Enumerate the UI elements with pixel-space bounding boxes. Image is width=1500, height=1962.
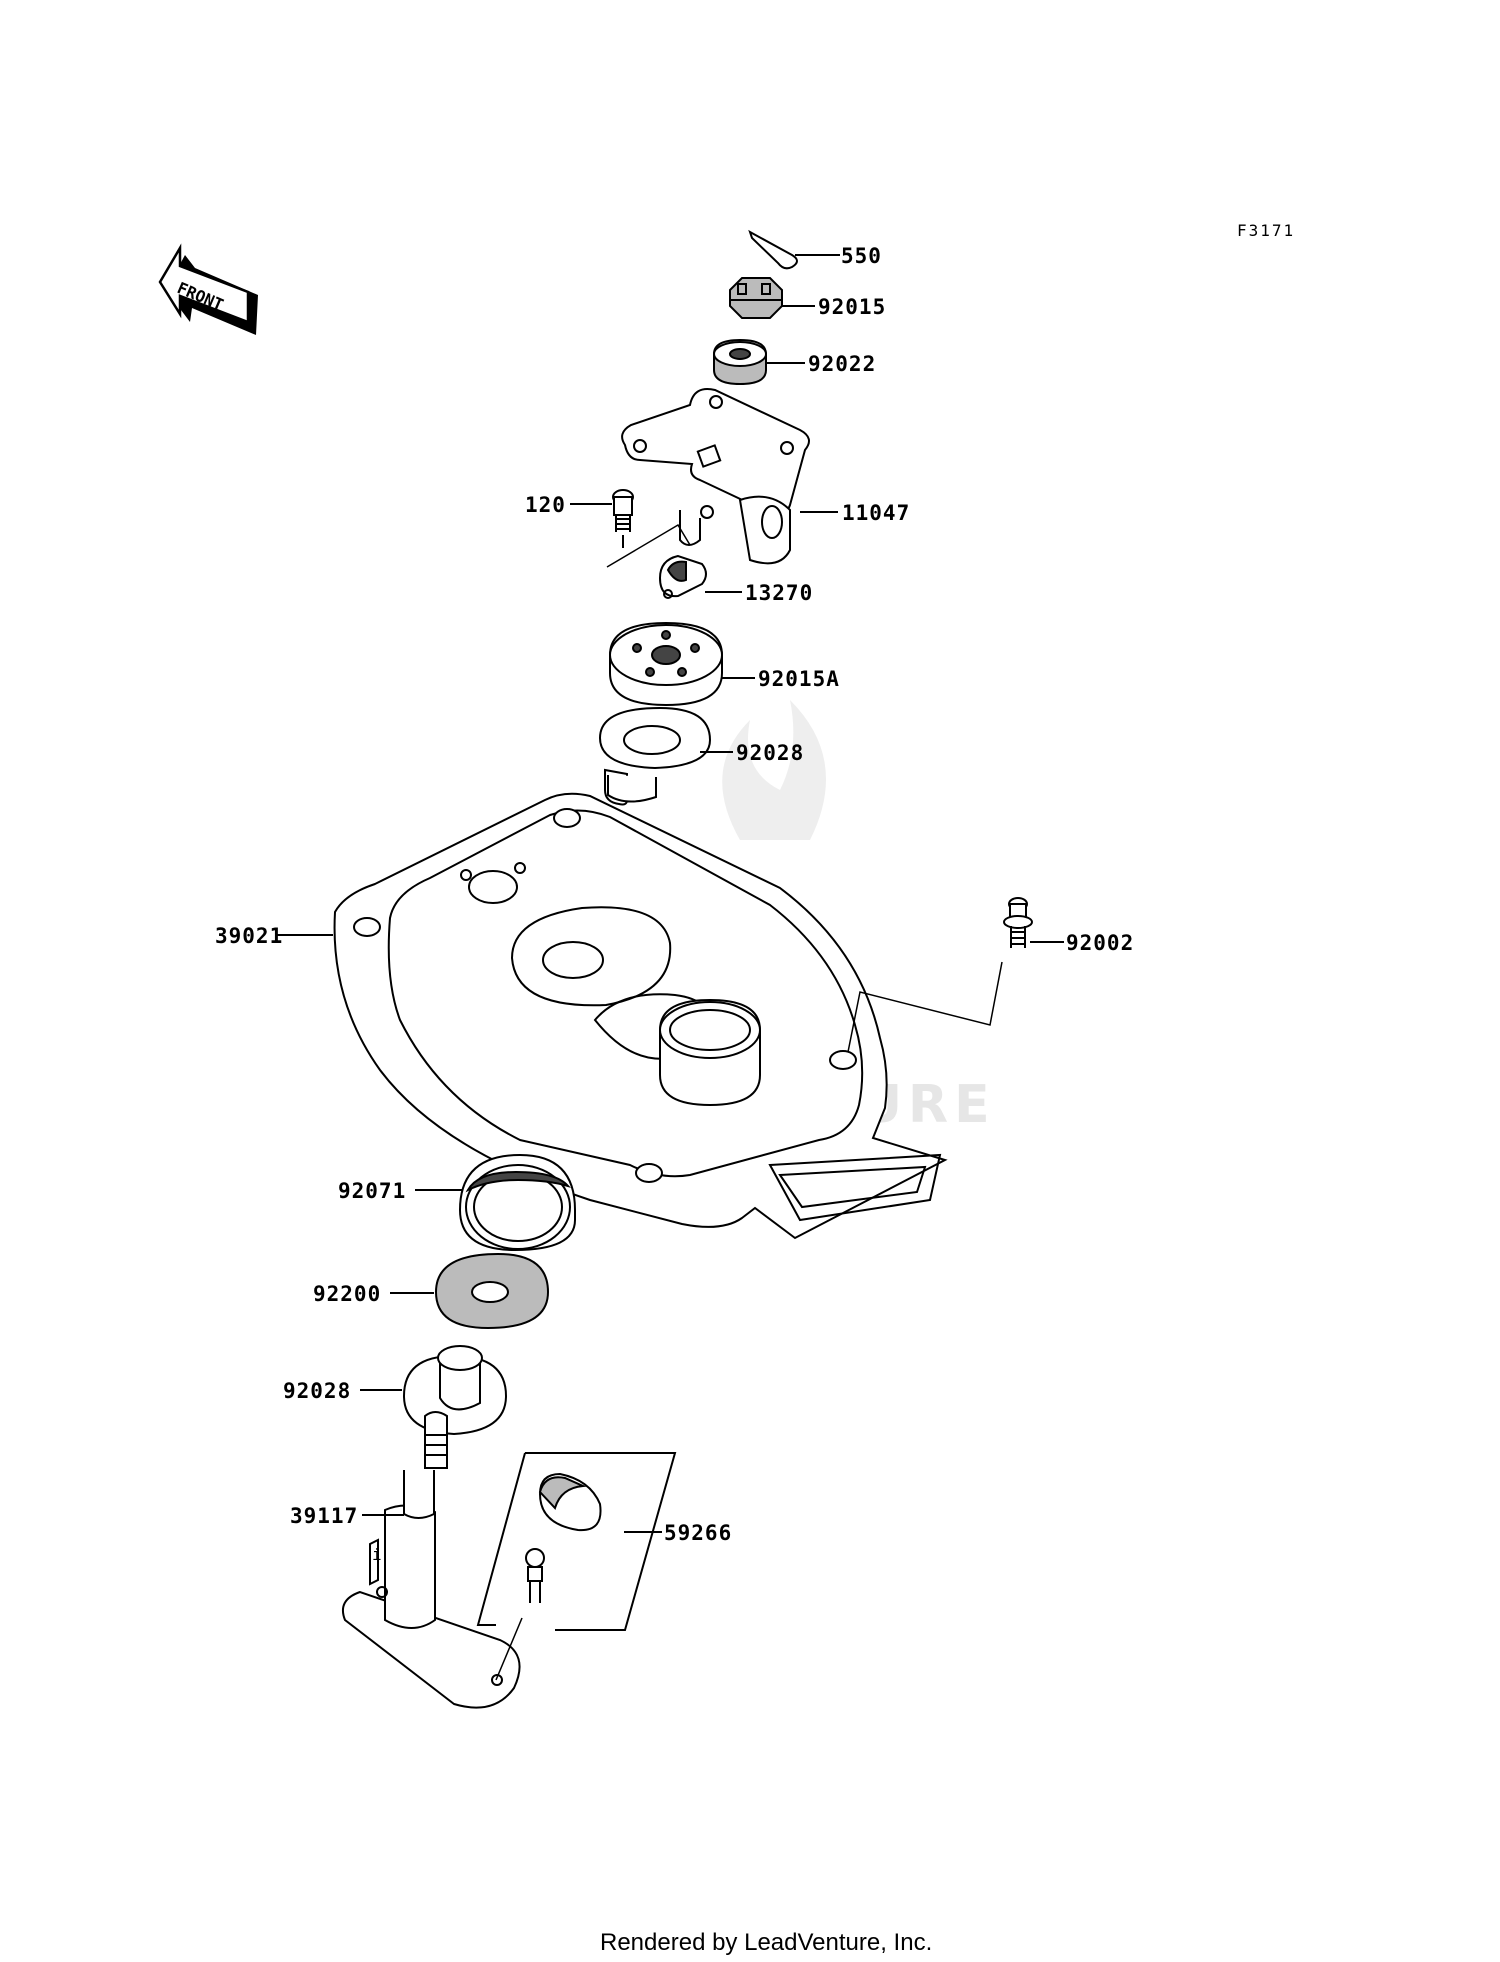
seal-92071 xyxy=(458,1153,576,1252)
leader-92002-link xyxy=(847,961,1003,1053)
washer-92022 xyxy=(713,338,767,386)
callout-92002: 92002 xyxy=(1066,931,1134,955)
shaft-39117: i xyxy=(341,1411,521,1709)
callout-92022: 92022 xyxy=(808,352,876,376)
front-arrow-icon: FRONT xyxy=(158,243,258,335)
bushing-92028-bottom xyxy=(402,1345,508,1436)
callout-120: 120 xyxy=(525,493,566,517)
footer-credit: Rendered by LeadVenture, Inc. xyxy=(600,1929,932,1956)
bolt-120 xyxy=(612,489,634,548)
callout-92071: 92071 xyxy=(338,1179,406,1203)
kit-59266 xyxy=(476,1452,677,1681)
clamp-13270 xyxy=(658,554,707,599)
callout-11047: 11047 xyxy=(842,501,910,525)
cotter-pin-550 xyxy=(748,229,798,270)
diagram-code: F3171 xyxy=(1237,221,1295,240)
housing-39021 xyxy=(333,792,948,1240)
callout-92028-top: 92028 xyxy=(736,741,804,765)
callout-92028-bottom: 92028 xyxy=(283,1379,351,1403)
callout-39117: 39117 xyxy=(290,1504,358,1528)
svg-text:i: i xyxy=(372,1545,384,1564)
callout-92015: 92015 xyxy=(818,295,886,319)
callout-39021: 39021 xyxy=(215,924,283,948)
callout-13270: 13270 xyxy=(745,581,813,605)
callout-59266: 59266 xyxy=(664,1521,732,1545)
bracket-11047 xyxy=(621,388,810,565)
callout-92200: 92200 xyxy=(313,1282,381,1306)
castle-nut-92015 xyxy=(729,277,783,319)
bushing-92028-top xyxy=(598,706,712,806)
bolt-92002 xyxy=(1003,897,1033,948)
damper-92015A xyxy=(609,621,723,707)
leader-120-link xyxy=(606,523,691,568)
washer-92200 xyxy=(434,1252,550,1330)
callout-92015A: 92015A xyxy=(758,667,840,691)
callout-550: 550 xyxy=(841,244,882,268)
